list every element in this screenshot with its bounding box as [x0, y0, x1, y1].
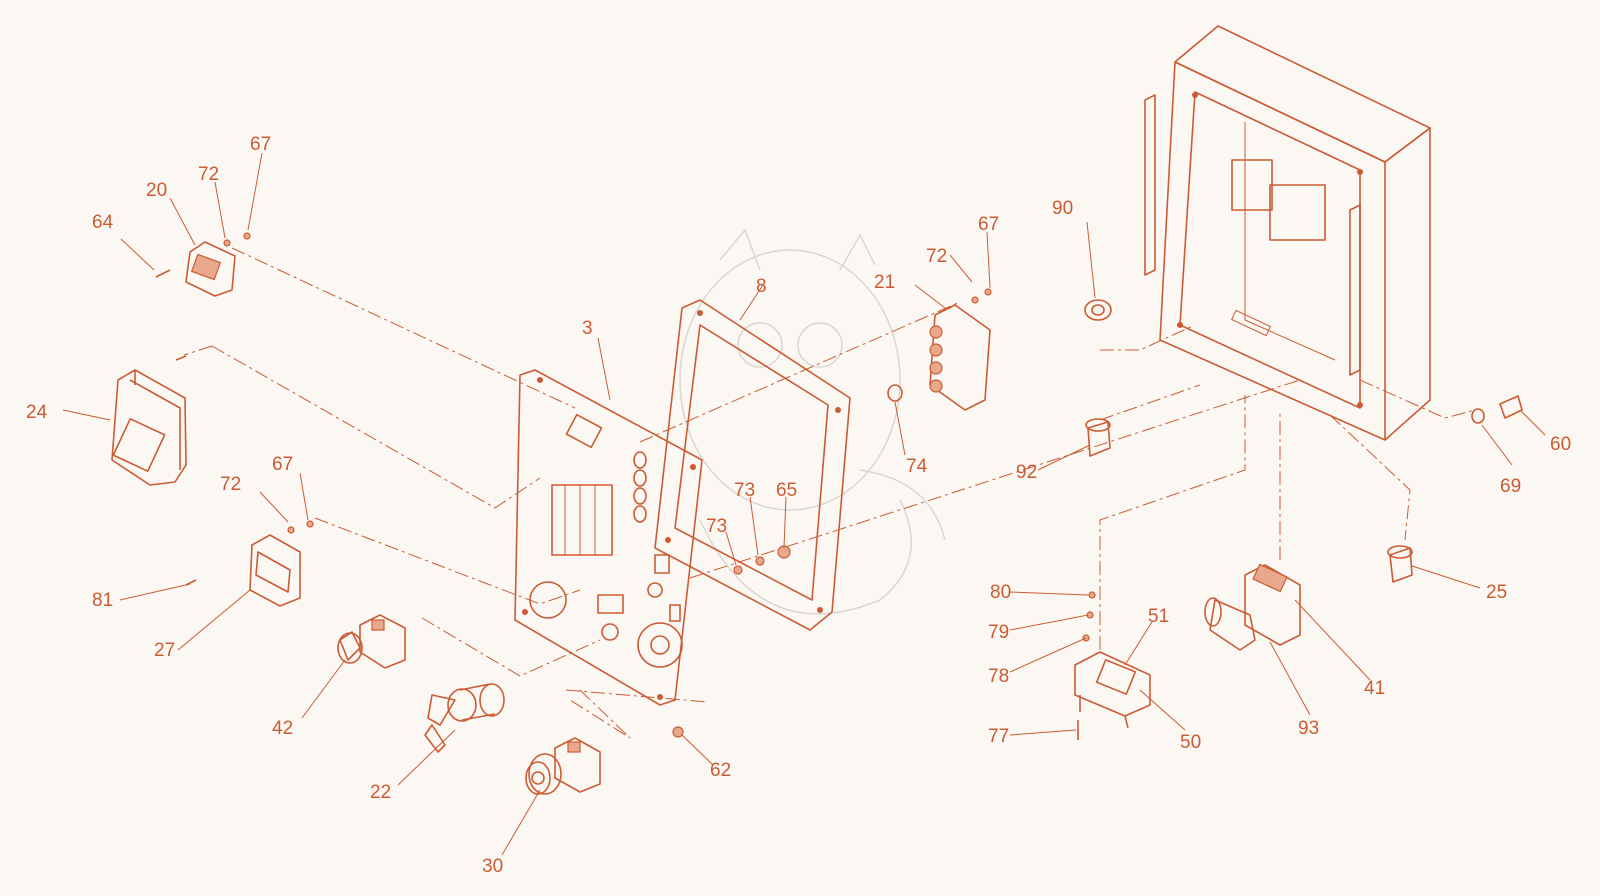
callout-73: 73	[706, 516, 727, 537]
part-22-key-switch	[424, 683, 505, 753]
small-hardware	[672, 299, 1523, 738]
callout-21: 21	[874, 272, 895, 293]
part-27-socket	[185, 520, 314, 607]
callout-93: 93	[1298, 718, 1319, 739]
part-21-terminal-block	[929, 288, 992, 411]
callout-74: 74	[906, 456, 928, 477]
part-24-cover-housing	[111, 355, 187, 486]
callout-72: 72	[926, 246, 947, 267]
gasket-frame	[654, 299, 851, 631]
callout-79: 79	[988, 622, 1009, 643]
callout-67: 67	[272, 454, 293, 475]
callout-30: 30	[482, 856, 503, 877]
callout-72: 72	[220, 474, 241, 495]
callout-64: 64	[92, 212, 114, 233]
part-20-display	[155, 232, 251, 297]
callout-69: 69	[1500, 476, 1521, 497]
callout-25: 25	[1486, 582, 1507, 603]
watermark-dragon-illustration	[679, 228, 946, 615]
callout-51: 51	[1148, 606, 1169, 627]
callout-8: 8	[756, 276, 767, 297]
callout-62: 62	[710, 760, 731, 781]
panel-plate	[514, 369, 703, 706]
callout-72: 72	[198, 164, 219, 185]
callout-80: 80	[990, 582, 1011, 603]
callout-78: 78	[988, 666, 1009, 687]
callout-67: 67	[978, 214, 999, 235]
callout-20: 20	[146, 180, 167, 201]
part-50-connector-base	[1074, 591, 1151, 740]
callout-73: 73	[734, 480, 755, 501]
callout-41: 41	[1364, 678, 1385, 699]
callout-24: 24	[26, 402, 48, 423]
callout-65: 65	[776, 480, 797, 501]
part-42-selector-switch	[337, 614, 406, 669]
callout-42: 42	[272, 718, 293, 739]
callout-60: 60	[1550, 434, 1571, 455]
callout-22: 22	[370, 782, 391, 803]
callout-numbers: 3 8 21 72 67 64 20 72 67 24 72 67 81 27 …	[26, 134, 1571, 877]
callout-67: 67	[250, 134, 271, 155]
part-30-push-button	[525, 737, 601, 795]
callout-3: 3	[582, 318, 593, 339]
callout-50: 50	[1180, 732, 1201, 753]
assembly-lines	[183, 247, 1476, 739]
callout-77: 77	[988, 726, 1009, 747]
callout-81: 81	[92, 590, 113, 611]
callout-27: 27	[154, 640, 175, 661]
callout-92: 92	[1016, 462, 1037, 483]
part-41-connector-housing	[1204, 563, 1301, 651]
leader-lines	[62, 152, 1546, 856]
callout-90: 90	[1052, 198, 1073, 219]
enclosure-box	[1144, 25, 1431, 441]
